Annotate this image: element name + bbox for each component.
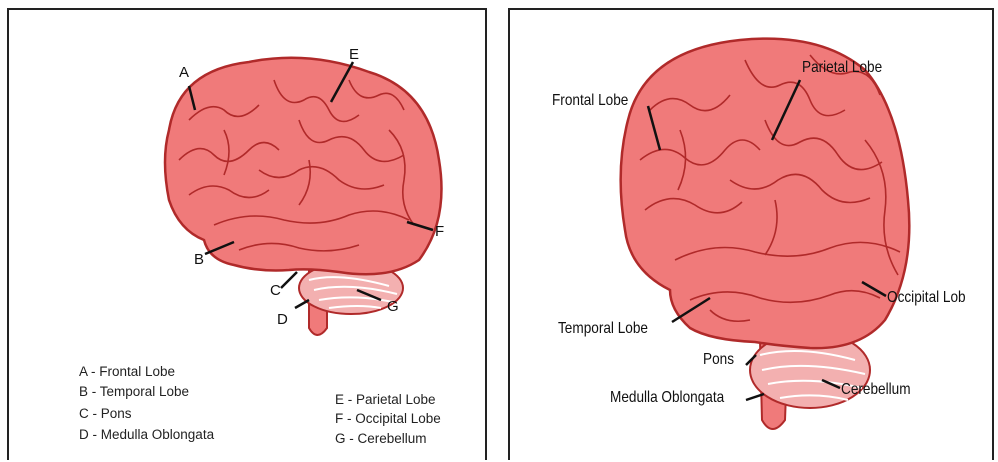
- label-frontal-lobe: Frontal Lobe: [552, 93, 628, 109]
- label-letter-a: A: [179, 65, 189, 80]
- label-letter-f: F: [435, 224, 444, 239]
- legend-item-g: G - Cerebellum: [335, 432, 427, 446]
- legend-item-d: D - Medulla Oblongata: [79, 428, 214, 442]
- legend-item-b: B - Temporal Lobe: [79, 385, 189, 399]
- named-brain-diagram: Frontal Lobe Parietal Lobe Occipital Lob…: [508, 8, 994, 460]
- label-pons: Pons: [703, 352, 734, 368]
- legend-item-f: F - Occipital Lobe: [335, 412, 441, 426]
- cerebrum-shape: [165, 58, 442, 275]
- label-medulla-oblongata: Medulla Oblongata: [610, 390, 724, 406]
- label-letter-e: E: [349, 47, 359, 62]
- label-parietal-lobe: Parietal Lobe: [802, 60, 882, 76]
- label-occipital-lobe: Occipital Lob: [887, 290, 966, 306]
- lettered-brain-diagram: A E F B C D G A - Frontal Lobe B - Tempo…: [7, 8, 487, 460]
- legend-item-c: C - Pons: [79, 407, 132, 421]
- label-temporal-lobe: Temporal Lobe: [558, 321, 648, 337]
- label-letter-g: G: [387, 299, 399, 314]
- label-letter-c: C: [270, 283, 281, 298]
- legend-item-e: E - Parietal Lobe: [335, 393, 436, 407]
- label-letter-d: D: [277, 312, 288, 327]
- legend-item-a: A - Frontal Lobe: [79, 365, 175, 379]
- label-letter-b: B: [194, 252, 204, 267]
- brain-illustration-right: [510, 10, 996, 462]
- label-cerebellum: Cerebellum: [841, 382, 911, 398]
